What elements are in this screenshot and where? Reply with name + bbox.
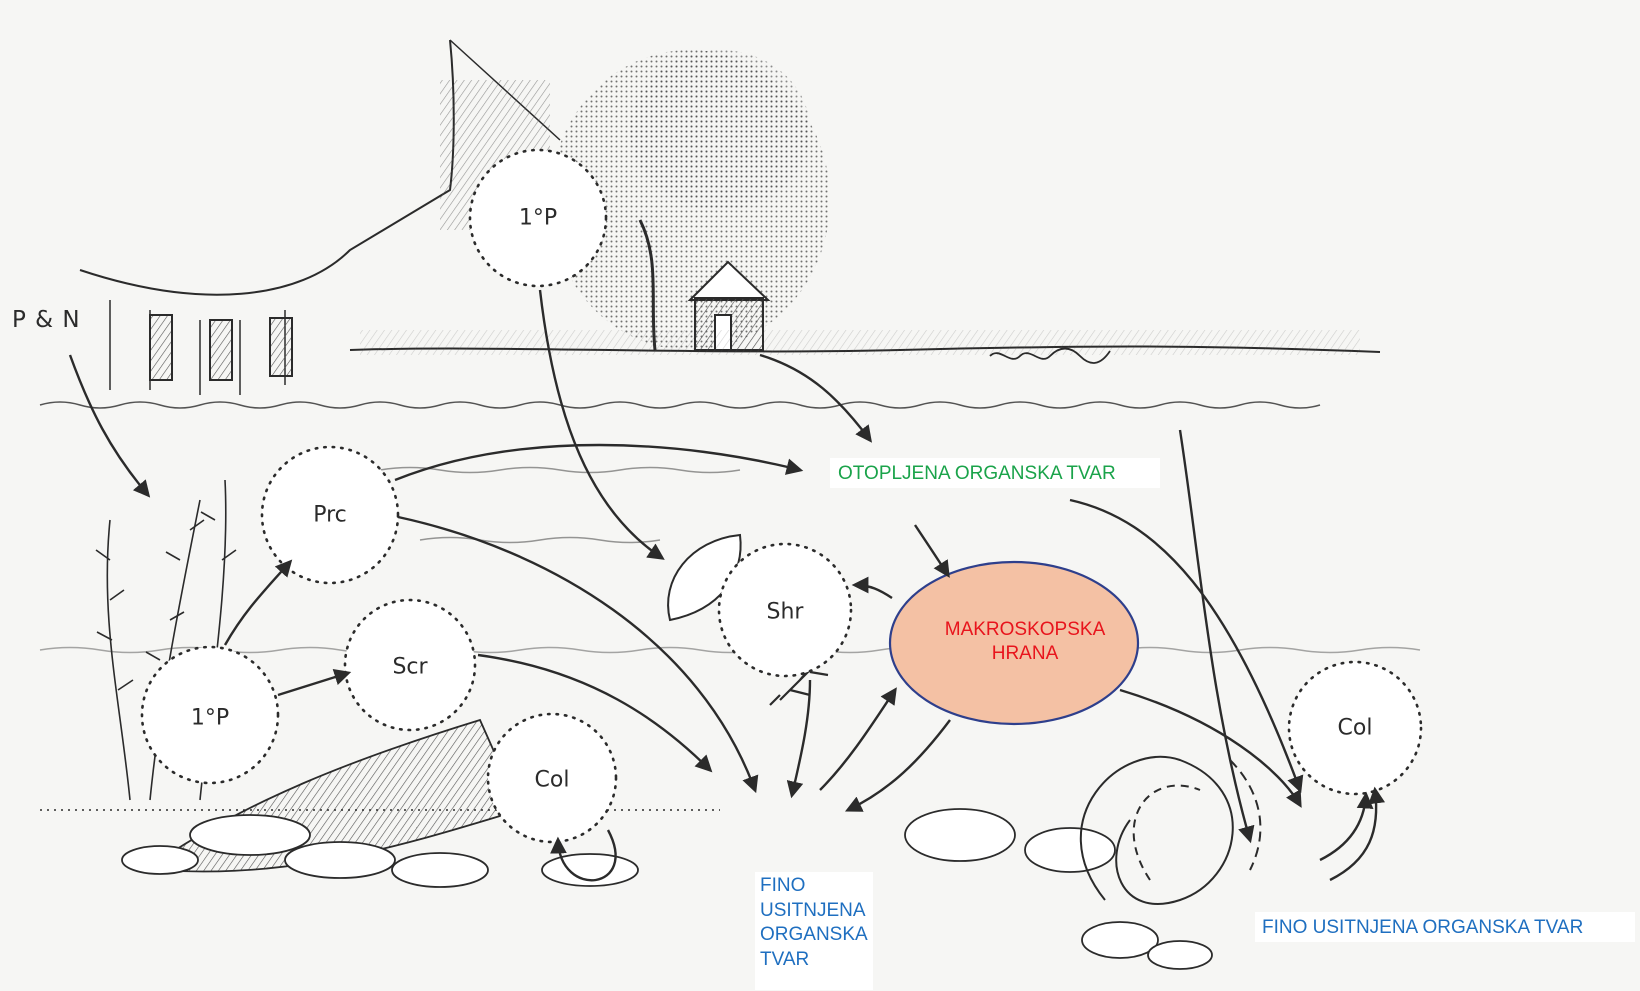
circle-col-left — [486, 712, 618, 844]
group-label-col-left: Col — [534, 767, 570, 793]
circle-shr — [717, 542, 853, 678]
arrow-doc-to-right — [1069, 498, 1304, 794]
riverbank-icon — [79, 39, 561, 395]
arrow-col-loop — [550, 829, 617, 882]
arrow-scr-to-fine — [477, 653, 713, 773]
macro-food-ellipse — [888, 560, 1140, 726]
macroscopic-food-label: MAKROSKOPSKA HRANA — [944, 619, 1106, 664]
arrow-pn-to-plant — [68, 354, 151, 498]
group-label-shr: Shr — [766, 599, 804, 625]
arrow-fine-to-ellipse — [819, 687, 897, 791]
arrow-p1bottom-to-prc — [223, 559, 293, 646]
arrow-right-fine-to-col — [1329, 786, 1385, 882]
circle-col-right — [1287, 660, 1423, 796]
arrow-prc-to-fine — [397, 515, 759, 794]
arrow-prc-to-doc — [394, 443, 804, 482]
fine-om-right-backdrop — [1255, 912, 1635, 942]
fine-om-left-backdrop — [755, 872, 873, 990]
arrow-shr-to-fine — [786, 679, 812, 799]
arrow-surface-to-right — [1178, 429, 1255, 844]
tree-sketch-icon — [550, 50, 830, 351]
turbulence-loops — [1080, 755, 1262, 905]
flow-arrows — [68, 289, 1385, 882]
arrow-ellipse-to-shr — [851, 576, 893, 599]
functional-group-circles — [140, 148, 1423, 844]
circle-prc — [260, 445, 400, 585]
group-label-scr: Scr — [392, 654, 428, 680]
group-label-col-right: Col — [1337, 715, 1373, 741]
doc-label-backdrop — [830, 458, 1160, 488]
arrow-p1bottom-to-scr — [277, 669, 352, 697]
pn-input-label: P & N — [12, 307, 81, 333]
circle-p1-bottom — [140, 645, 280, 785]
arrow-fine-to-col-right — [1319, 791, 1374, 862]
riverbed-stones-icon — [40, 718, 1213, 970]
arrow-tree-to-doc — [759, 353, 873, 443]
leaf-icon — [667, 533, 742, 622]
circle-scr — [343, 598, 477, 732]
arrow-ellipse-to-fine — [844, 719, 951, 812]
group-label-prc: Prc — [313, 502, 347, 528]
circle-p1-top — [468, 148, 608, 288]
artist-signature — [989, 347, 1111, 364]
far-bank-grass — [360, 330, 1360, 355]
water-surface — [39, 401, 1421, 654]
fine-organic-matter-left-label: FINO USITNJENA ORGANSKA TVAR — [760, 875, 867, 971]
arrow-doc-to-ellipse — [914, 524, 950, 578]
group-label-p1-bottom: 1°P — [190, 705, 230, 731]
fine-organic-matter-right-label: FINO USITNJENA ORGANSKA TVAR — [1262, 917, 1584, 938]
arrow-p1top-to-leaf — [538, 289, 665, 560]
dissolved-organic-matter-label: OTOPLJENA ORGANSKA TVAR — [838, 463, 1116, 484]
group-label-p1-top: 1°P — [518, 205, 558, 231]
